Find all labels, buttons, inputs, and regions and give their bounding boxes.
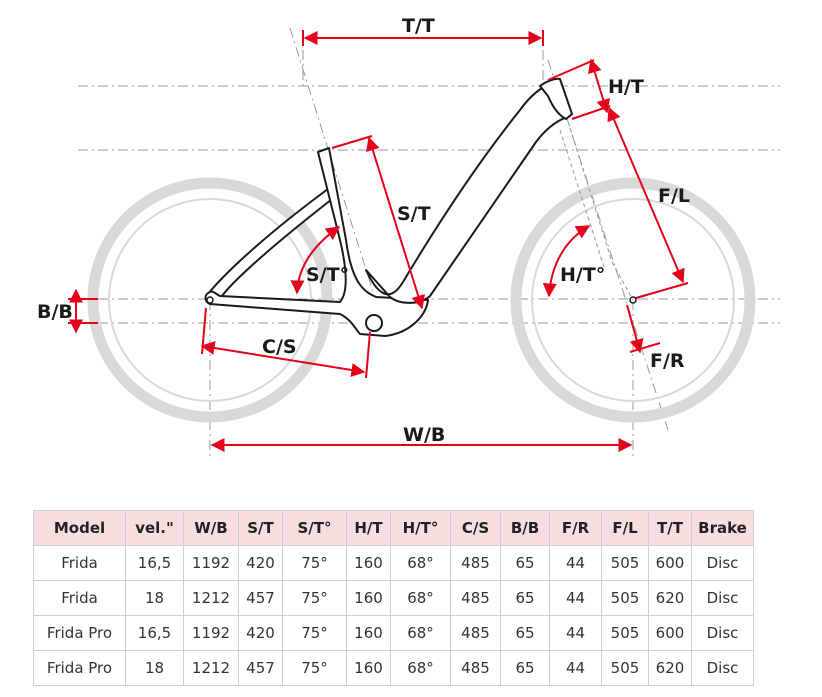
table-cell: Disc [691, 650, 754, 686]
label-hta: H/T° [560, 264, 605, 286]
table-cell: Frida Pro [33, 615, 126, 651]
table-cell: 65 [500, 545, 550, 581]
table-cell: 600 [648, 545, 692, 581]
table-cell: 68° [390, 580, 451, 616]
table-cell: Disc [691, 580, 754, 616]
label-wb: W/B [403, 424, 445, 446]
bike-geometry-diagram: T/T H/T S/T F/L S/T° H/T° B/B C/S F/R W/… [37, 15, 780, 460]
table-cell: 160 [346, 580, 391, 616]
col-header-brake: Brake [691, 510, 754, 546]
table-cell: 457 [238, 650, 283, 686]
table-cell: Disc [691, 545, 754, 581]
table-cell: 1212 [183, 650, 239, 686]
label-fr: F/R [650, 350, 685, 372]
table-row: Frida Pro 16,5 1192 420 75° 160 68° 485 … [33, 615, 754, 651]
fl-dimension [607, 106, 685, 284]
col-header-wb: W/B [183, 510, 239, 546]
table-cell: 505 [601, 580, 649, 616]
col-header-st: S/T [238, 510, 283, 546]
table-cell: 485 [450, 580, 501, 616]
label-tt: T/T [402, 15, 435, 37]
col-header-fl: F/L [601, 510, 649, 546]
table-cell: 485 [450, 545, 501, 581]
table-cell: 16,5 [125, 545, 184, 581]
dimension-lines [68, 30, 689, 452]
table-cell: 75° [282, 580, 347, 616]
table-cell: 44 [549, 615, 602, 651]
fr-dimension [626, 304, 644, 354]
table-cell: 75° [282, 615, 347, 651]
table-cell: 65 [500, 580, 550, 616]
table-cell: 18 [125, 650, 184, 686]
table-cell: 620 [648, 580, 692, 616]
table-row: Frida Pro 18 1212 457 75° 160 68° 485 65… [33, 650, 754, 686]
table-cell: 1212 [183, 580, 239, 616]
col-header-ht-angle: H/T° [390, 510, 451, 546]
table-cell: Frida [33, 580, 126, 616]
table-cell: 1192 [183, 615, 239, 651]
table-cell: 75° [282, 650, 347, 686]
cs-dimension [200, 341, 366, 377]
hta-arc [542, 225, 591, 298]
table-row: Frida 16,5 1192 420 75° 160 68° 485 65 4… [33, 545, 754, 581]
table-row: Frida 18 1212 457 75° 160 68° 485 65 44 … [33, 580, 754, 616]
table-cell: 68° [390, 615, 451, 651]
col-header-size: vel." [125, 510, 184, 546]
label-fl: F/L [658, 185, 690, 207]
table-cell: 420 [238, 545, 283, 581]
table-cell: 44 [549, 545, 602, 581]
label-bb: B/B [37, 301, 73, 323]
table-cell: 68° [390, 545, 451, 581]
label-ht: H/T [608, 76, 644, 98]
table-cell: Disc [691, 615, 754, 651]
table-cell: 44 [549, 650, 602, 686]
table-cell: 44 [549, 580, 602, 616]
col-header-tt: T/T [648, 510, 692, 546]
table-cell: 420 [238, 615, 283, 651]
ht-dimension [588, 58, 610, 114]
col-header-cs: C/S [450, 510, 501, 546]
table-cell: 68° [390, 650, 451, 686]
col-header-ht: H/T [346, 510, 391, 546]
table-cell: 600 [648, 615, 692, 651]
table-cell: 18 [125, 580, 184, 616]
table-cell: 160 [346, 650, 391, 686]
label-st: S/T [397, 203, 431, 225]
table-cell: 160 [346, 615, 391, 651]
bike-frame [204, 77, 637, 337]
table-header-row: Model vel." W/B S/T S/T° H/T H/T° C/S B/… [33, 510, 754, 546]
table-cell: 505 [601, 650, 649, 686]
sta-arc [290, 226, 341, 295]
table-cell: 65 [500, 650, 550, 686]
st-dimension [366, 136, 425, 310]
col-header-st-angle: S/T° [282, 510, 347, 546]
table-cell: 505 [601, 545, 649, 581]
label-cs: C/S [262, 336, 297, 358]
table-cell: 485 [450, 650, 501, 686]
table-cell: 16,5 [125, 615, 184, 651]
table-cell: Frida Pro [33, 650, 126, 686]
geometry-table-wrapper: Model vel." W/B S/T S/T° H/T H/T° C/S B/… [33, 510, 754, 686]
table-cell: 65 [500, 615, 550, 651]
col-header-bb: B/B [500, 510, 550, 546]
table-cell: 620 [648, 650, 692, 686]
table-cell: 1192 [183, 545, 239, 581]
geometry-table: Model vel." W/B S/T S/T° H/T H/T° C/S B/… [33, 510, 754, 686]
col-header-model: Model [33, 510, 126, 546]
table-cell: 505 [601, 615, 649, 651]
table-cell: 485 [450, 615, 501, 651]
table-cell: 160 [346, 545, 391, 581]
label-sta: S/T° [306, 264, 349, 286]
table-cell: 75° [282, 545, 347, 581]
col-header-fr: F/R [549, 510, 602, 546]
table-cell: Frida [33, 545, 126, 581]
table-cell: 457 [238, 580, 283, 616]
